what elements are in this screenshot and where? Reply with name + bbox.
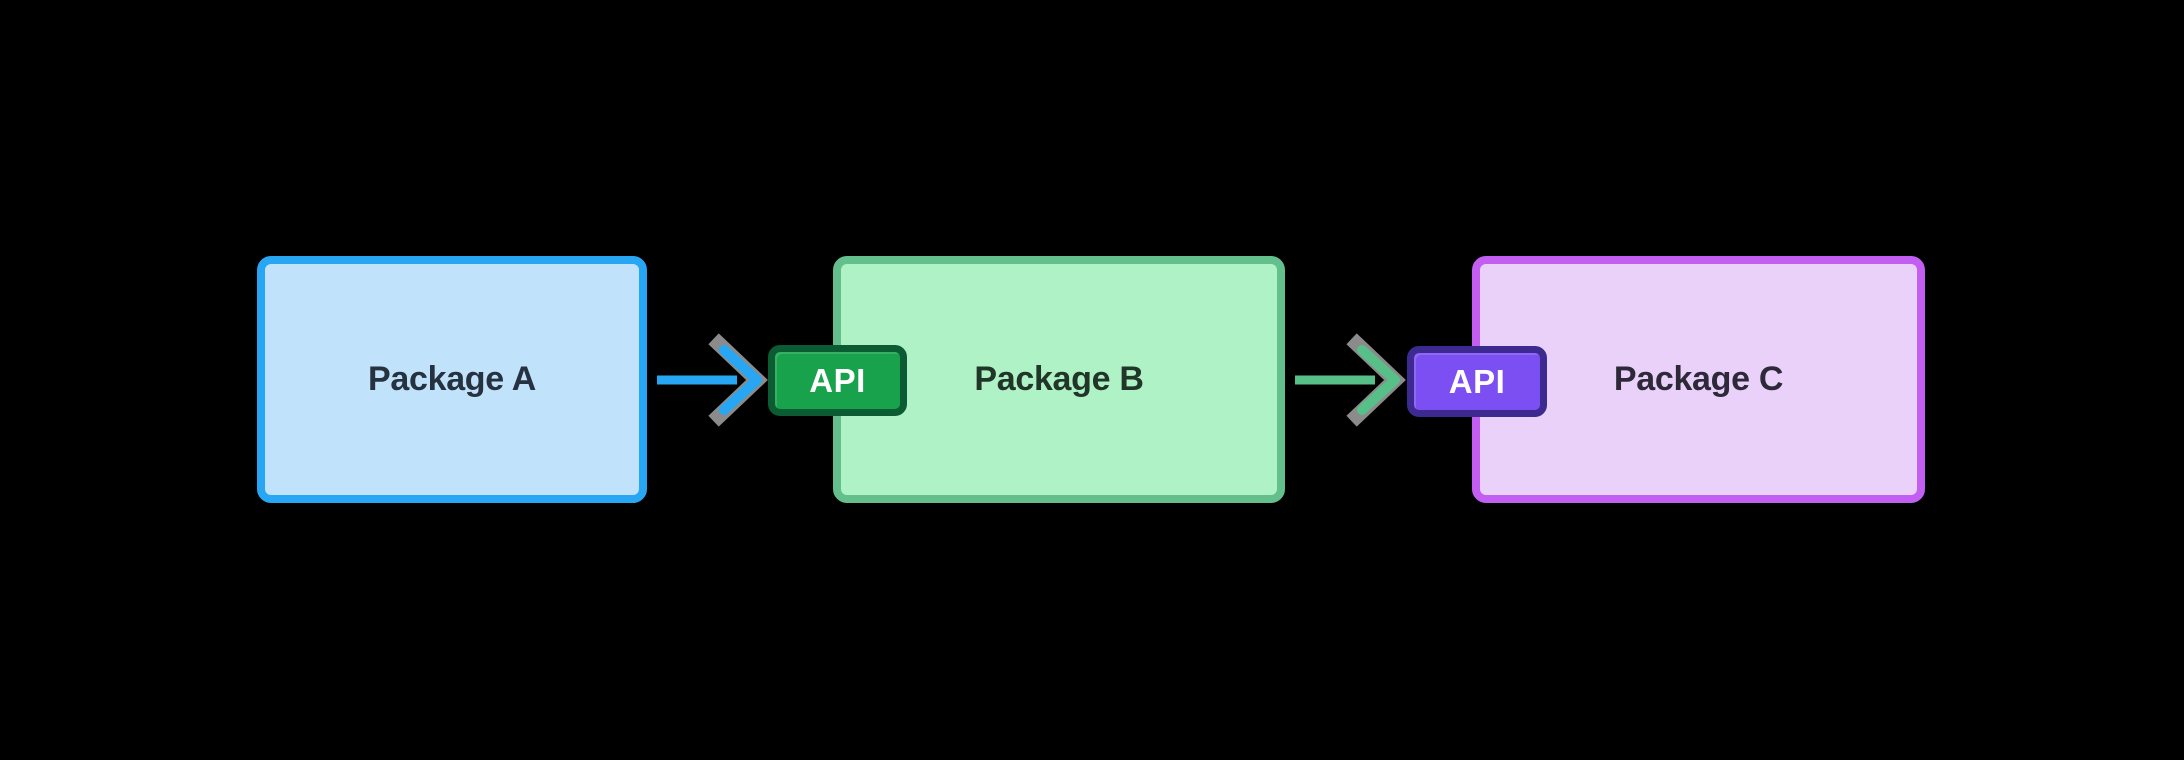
arrow-b-to-c (1295, 333, 1406, 427)
package-b-api-badge: API (768, 345, 907, 416)
package-a-box: Package A (257, 256, 647, 503)
package-c-api-label: API (1448, 362, 1506, 400)
arrow-a-to-b-head (719, 345, 762, 415)
package-c-label: Package C (1613, 360, 1784, 398)
package-b-box: Package B (833, 256, 1285, 503)
package-b-api-label: API (809, 361, 866, 399)
package-b-label: Package B (974, 360, 1144, 398)
package-c-api-badge: API (1407, 346, 1547, 417)
arrow-b-to-c-head (1357, 345, 1400, 415)
package-a-label: Package A (367, 360, 537, 398)
arrow-a-to-b (657, 333, 768, 427)
